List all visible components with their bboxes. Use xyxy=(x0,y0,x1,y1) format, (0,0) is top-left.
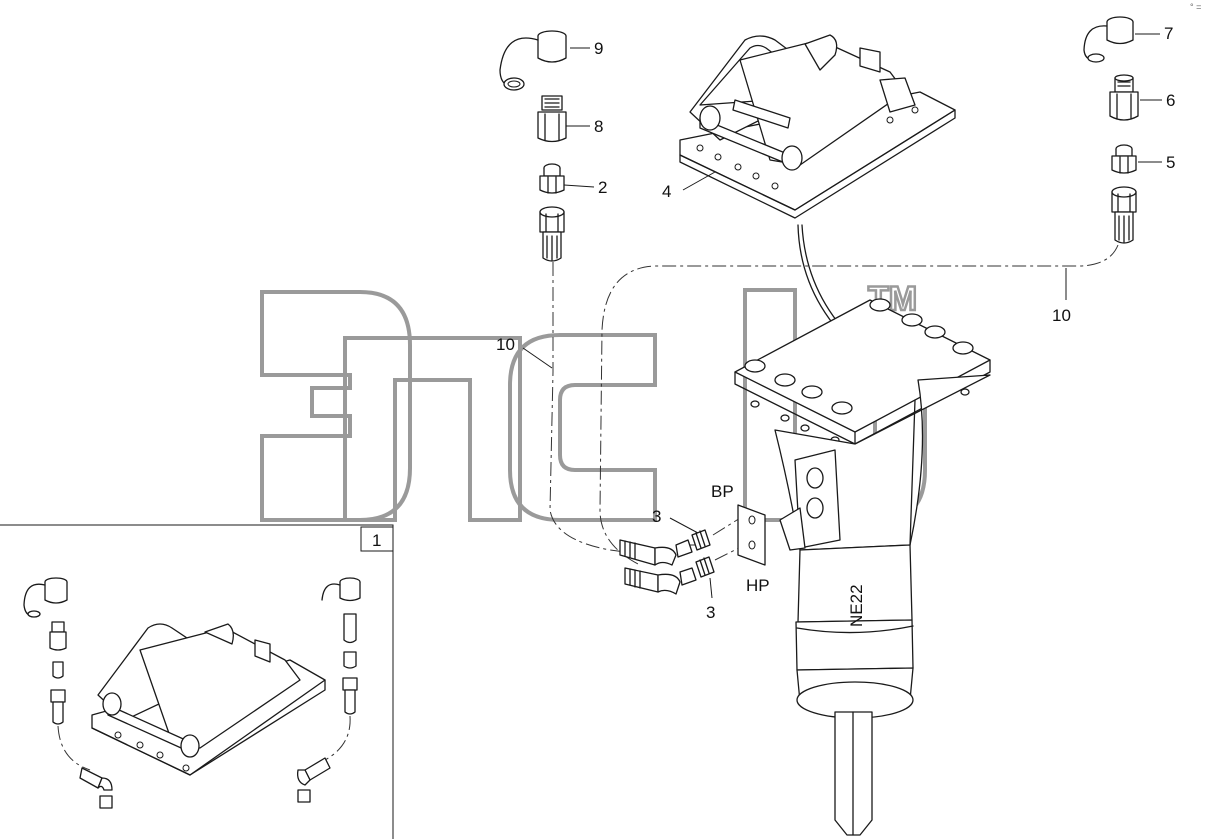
part-5-adapter xyxy=(1111,144,1137,174)
callout-3-upper: 3 xyxy=(652,507,661,526)
hose-fitting-right xyxy=(1111,186,1137,244)
hydraulic-breaker: NE22 xyxy=(734,298,991,836)
callout-4: 4 xyxy=(662,182,671,201)
part-3-elbow-fittings xyxy=(619,529,715,595)
callout-7: 7 xyxy=(1164,24,1173,43)
model-label: NE22 xyxy=(847,584,866,627)
callout-3-lower: 3 xyxy=(706,603,715,622)
part-7-dust-cap xyxy=(1083,16,1134,63)
callout-9: 9 xyxy=(594,39,603,58)
port-plate xyxy=(737,504,766,566)
callout-6: 6 xyxy=(1166,91,1175,110)
callout-5: 5 xyxy=(1166,153,1175,172)
port-label-bp: BP xyxy=(711,482,734,501)
corner-mark: ° = xyxy=(1190,2,1201,12)
port-label-hp: HP xyxy=(746,576,770,595)
callout-10-right: 10 xyxy=(1052,306,1071,325)
part-4-top-bracket xyxy=(679,34,956,219)
inset-assembly-1: 1 xyxy=(0,524,394,839)
part-6-coupling xyxy=(1109,74,1139,121)
callout-2: 2 xyxy=(598,178,607,197)
callouts: 9 8 2 4 7 6 5 10 10 3 3 BP HP ° = xyxy=(496,2,1201,622)
part-9-dust-cap xyxy=(499,30,567,91)
callout-8: 8 xyxy=(594,117,603,136)
part-8-coupling xyxy=(537,95,567,143)
hose-fitting-left xyxy=(539,206,565,262)
plate-bolts xyxy=(744,298,974,444)
callout-10-left: 10 xyxy=(496,335,515,354)
part-2-adapter xyxy=(539,163,565,194)
callout-1: 1 xyxy=(372,531,381,550)
